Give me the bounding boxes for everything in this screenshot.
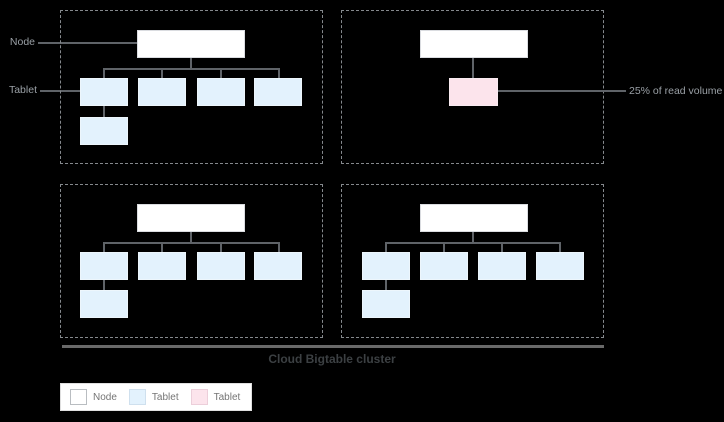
connector-line: [103, 280, 105, 290]
node-group-bottom-left: [60, 184, 323, 338]
connector-line: [103, 242, 280, 244]
legend-item-hot-tablet: Tablet: [190, 389, 241, 405]
connector-line: [190, 58, 192, 68]
legend: Node Tablet Tablet: [60, 383, 253, 411]
connector-line: [103, 242, 105, 252]
connector-line: [443, 242, 445, 252]
tablet-box: [197, 78, 245, 106]
node-box: [420, 30, 528, 58]
connector-line: [161, 68, 163, 78]
connector-line: [103, 106, 105, 117]
connector-line: [278, 242, 280, 252]
tablet-box: [420, 252, 468, 280]
connector-line: [472, 58, 474, 78]
node-group-top-right: [341, 10, 604, 164]
legend-label: Node: [93, 391, 117, 403]
legend-item-tablet: Tablet: [128, 389, 179, 405]
connector-line: [103, 68, 280, 70]
connector-line: [385, 242, 387, 252]
node-box: [137, 204, 245, 232]
connector-line: [190, 232, 192, 242]
hot-tablet-note: 25% of read volume: [629, 85, 723, 97]
cluster-bracket-line: [62, 345, 604, 348]
connector-line: [501, 242, 503, 252]
connector-line: [559, 242, 561, 252]
tablet-box: [80, 252, 128, 280]
connector-line: [161, 242, 163, 252]
connector-line: [103, 68, 105, 78]
legend-label: Tablet: [213, 391, 241, 403]
tablet-box: [80, 117, 128, 145]
tablet-box: [362, 290, 410, 318]
node-annotation-leader-line: [38, 42, 137, 44]
node-annotation-label: Node: [9, 36, 35, 48]
tablet-box: [362, 252, 410, 280]
hot-tablet-box: [449, 78, 498, 106]
connector-line: [472, 232, 474, 243]
legend-item-node: Node: [70, 389, 117, 405]
tablet-box: [138, 252, 186, 280]
node-group-top-left: [60, 10, 323, 164]
connector-line: [385, 280, 387, 290]
tablet-box: [80, 290, 128, 318]
tablet-box: [254, 252, 302, 280]
tablet-box: [138, 78, 186, 106]
tablet-box: [478, 252, 526, 280]
hot-tablet-leader-line: [498, 90, 626, 92]
tablet-box: [254, 78, 302, 106]
cluster-title: Cloud Bigtable cluster: [268, 352, 396, 366]
tablet-swatch: [128, 389, 146, 405]
legend-label: Tablet: [151, 391, 179, 403]
connector-line: [278, 68, 280, 78]
tablet-annotation-label: Tablet: [8, 84, 37, 96]
connector-line: [220, 68, 222, 78]
hot-tablet-swatch: [190, 389, 208, 405]
connector-line: [220, 242, 222, 252]
node-box: [420, 204, 528, 232]
tablet-box: [80, 78, 128, 106]
tablet-box: [197, 252, 245, 280]
node-group-bottom-right: [341, 184, 604, 338]
connector-line: [385, 242, 561, 244]
node-box: [137, 30, 245, 58]
tablet-box: [536, 252, 584, 280]
node-swatch: [70, 389, 87, 405]
